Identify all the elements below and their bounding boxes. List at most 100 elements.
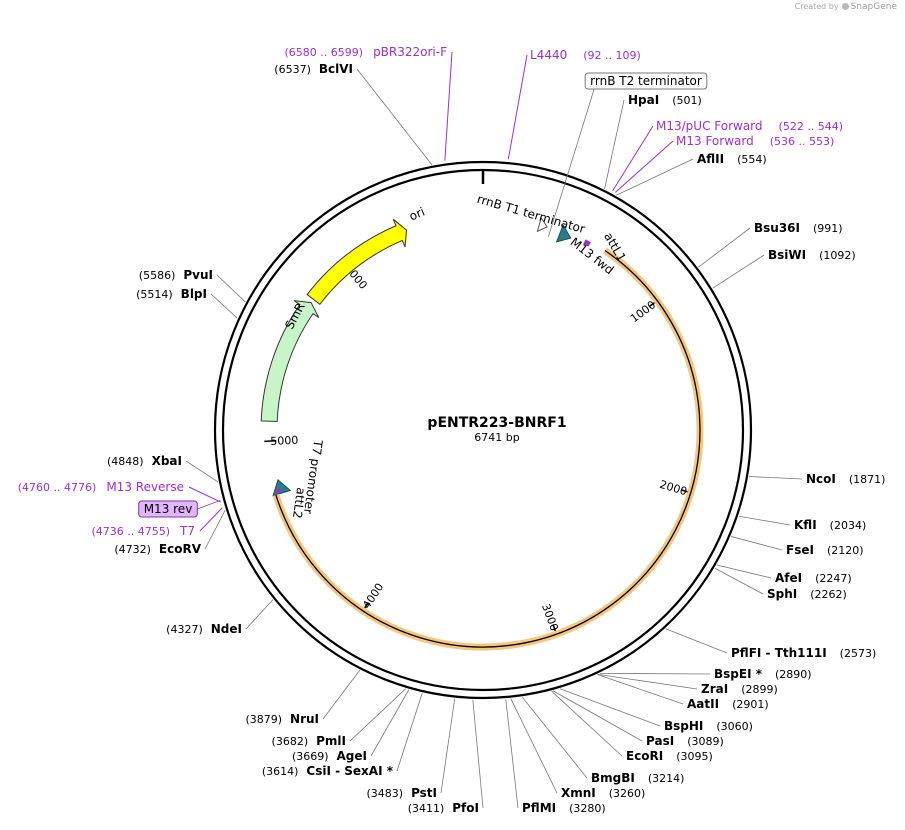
primer-range: (92 .. 109) [583,49,641,62]
site-afei[interactable]: AfeI(2247) [716,564,852,585]
site-psti[interactable]: PstI(3483) [366,698,456,800]
site-leader-line [245,599,274,630]
ori-feature-arrow[interactable] [306,218,408,305]
tick-label: 5000 [270,434,299,448]
site-position: (2899) [741,683,778,696]
site-ecori[interactable]: EcoRI(3095) [551,690,713,763]
attl2-label: attL2 [290,487,308,520]
primer-name: M13/pUC Forward [656,119,763,133]
site-nrui[interactable]: NruI(3879) [245,669,361,726]
tick-label: 1000 [628,298,658,325]
primer-binding-site[interactable] [583,239,591,247]
site-ecorv[interactable]: EcoRV(4732) [114,510,226,556]
site-labels[interactable]: BclVI(6537) HpaI (501) AflII(554) Bsu36I(991… [18,45,886,815]
site-name: HpaI [628,93,659,107]
site-hpai[interactable]: HpaI (501) [604,93,702,189]
site-bsu36i[interactable]: Bsu36I(991) [698,221,843,268]
terminator-arrow[interactable] [536,216,548,233]
site-pfoi[interactable]: PfoI(3411) [408,699,484,815]
site-blpi[interactable]: BlpI(5514) [136,287,238,319]
boxed-rrnb-t2-label[interactable]: rrnB T2 terminator [547,72,708,237]
site-agei[interactable]: AgeI(3669) [292,689,410,763]
site-pflmi[interactable]: PflMI(3280) [505,698,606,815]
tick-label: 2000 [658,478,689,499]
site-kfli[interactable]: KflI(2034) [738,515,867,532]
site-bsphi[interactable]: BspHI(3060) [559,688,753,733]
primer-name: T7 [179,524,195,538]
boxed-m13-rev-label[interactable]: M13 rev [138,499,221,518]
site-position: (2262) [810,588,847,601]
site-leader-line [370,689,410,757]
plasmid-name: pENTR223-BNRF1 [427,415,566,431]
site-name: BspEI * [714,667,763,681]
primer-leader-line [507,54,528,160]
site-xmni[interactable]: XmnI(3260) [510,698,646,800]
site-csii-sexai-[interactable]: CsiI - SexAI *(3614) [262,692,423,778]
primer-leader-line [444,51,453,161]
site-name: Bsu36I [754,221,800,235]
site-position: (2034) [830,519,867,532]
site-position: (3260) [609,787,646,800]
site-fsei[interactable]: FseI(2120) [731,536,864,557]
site-leader-line [322,669,361,720]
att-site-arrow[interactable] [272,478,292,497]
site-name: PflMI [522,801,556,815]
primer-range: (522 .. 544) [779,120,844,133]
smr-feature-arrow[interactable] [260,300,320,423]
site-leader-line [349,688,406,742]
primer-m13-forward[interactable]: M13 Forward(536 .. 553) [614,134,834,193]
site-position: (2573) [840,647,877,660]
site-position: (4327) [166,623,203,636]
site-ndei[interactable]: NdeI(4327) [166,599,274,636]
site-name: BmgBI [591,771,635,785]
att-site-arrow[interactable] [555,223,572,243]
site-leader-line [396,692,423,772]
site-ncoi[interactable]: NcoI(1871) [748,472,886,486]
site-name: BlpI [181,287,207,301]
backbone-rings [213,160,753,700]
tick-label: 4000 [360,581,386,612]
site-name: AflII [697,152,724,166]
site-leader-line [604,99,625,189]
primer-range: (4736 .. 4755) [91,525,170,538]
site-position: (501) [672,94,702,107]
site-position: (1871) [849,473,886,486]
site-bmgbi[interactable]: BmgBI (3214) [521,696,685,785]
site-aatii[interactable]: AatII(2901) [597,674,769,711]
tick-mark [264,439,277,443]
site-name: PfoI [452,801,479,815]
site-leader-line [599,672,711,675]
site-bclvi[interactable]: BclVI(6537) [274,62,433,166]
site-xbai[interactable]: XbaI(4848) [107,454,219,483]
site-pflfi-tth111i[interactable]: PflFI - Tth111I(2573) [665,628,877,660]
site-name: FseI [786,543,814,557]
primer-m13-puc-forward[interactable]: M13/pUC Forward (522 .. 544) [612,119,844,192]
primer-t7[interactable]: T7 (4736 .. 4755) [91,507,223,538]
site-pmli[interactable]: PmlI(3682) [272,688,406,748]
primer-l4440[interactable]: L4440(92 .. 109) [507,48,641,160]
primer-m13-reverse[interactable]: M13 Reverse(4760 .. 4776) [18,480,221,503]
primer-leader-line [199,507,223,532]
site-name: EcoRI [626,749,663,763]
site-bspei-[interactable]: BspEI *(2890) [599,667,812,681]
site-pvui[interactable]: PvuI(5586) [139,268,246,303]
site-name: BsiWI [768,248,806,262]
site-sphi[interactable]: SphI(2262) [714,567,847,601]
site-position: (4848) [107,455,144,468]
primer-pbr322ori-f[interactable]: pBR322ori-F(6580 .. 6599) [285,45,453,161]
boxed-label-text: M13 rev [144,502,193,516]
site-leader-line [204,510,226,550]
site-bsiwi[interactable]: BsiWI(1092) [712,248,856,289]
snapgene-logo-icon [841,3,849,10]
site-aflii[interactable]: AflII(554) [616,152,767,196]
site-name: PasI [646,734,674,748]
site-leader-line [731,536,783,551]
site-position: (3214) [648,772,685,785]
site-name: BclVI [319,62,353,76]
site-leader-line [505,698,519,809]
site-zrai[interactable]: ZraI(2899) [597,673,778,696]
site-pasi[interactable]: PasI(3089) [552,690,724,748]
primer-binding-site[interactable] [274,488,281,494]
site-leader-line [698,227,751,268]
